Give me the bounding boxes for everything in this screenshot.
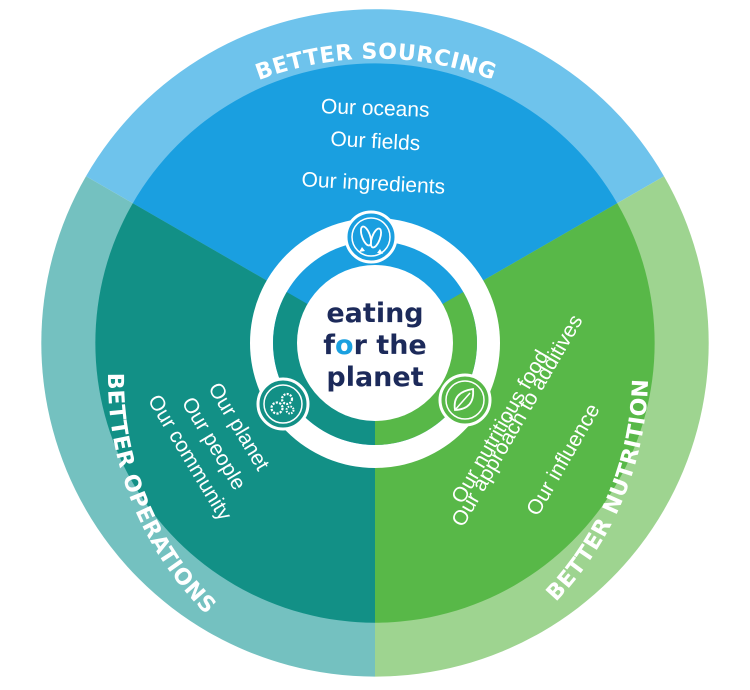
center-line-2-rest: r the	[354, 330, 427, 361]
fish-icon	[344, 210, 398, 264]
center-line-2-o: o	[335, 330, 354, 361]
center-label-disc	[297, 265, 453, 421]
center-line-2-f: f	[323, 330, 335, 361]
sourcing-item: Our oceans	[321, 95, 430, 122]
sourcing-item: Our fields	[330, 128, 421, 156]
center-line-1: eating	[326, 298, 423, 329]
center-line-3: planet	[326, 362, 423, 393]
sourcing-inner-sector	[132, 63, 618, 344]
center-line-2: for the	[323, 330, 426, 361]
gears-icon	[256, 377, 310, 431]
leaf-icon	[438, 373, 492, 427]
